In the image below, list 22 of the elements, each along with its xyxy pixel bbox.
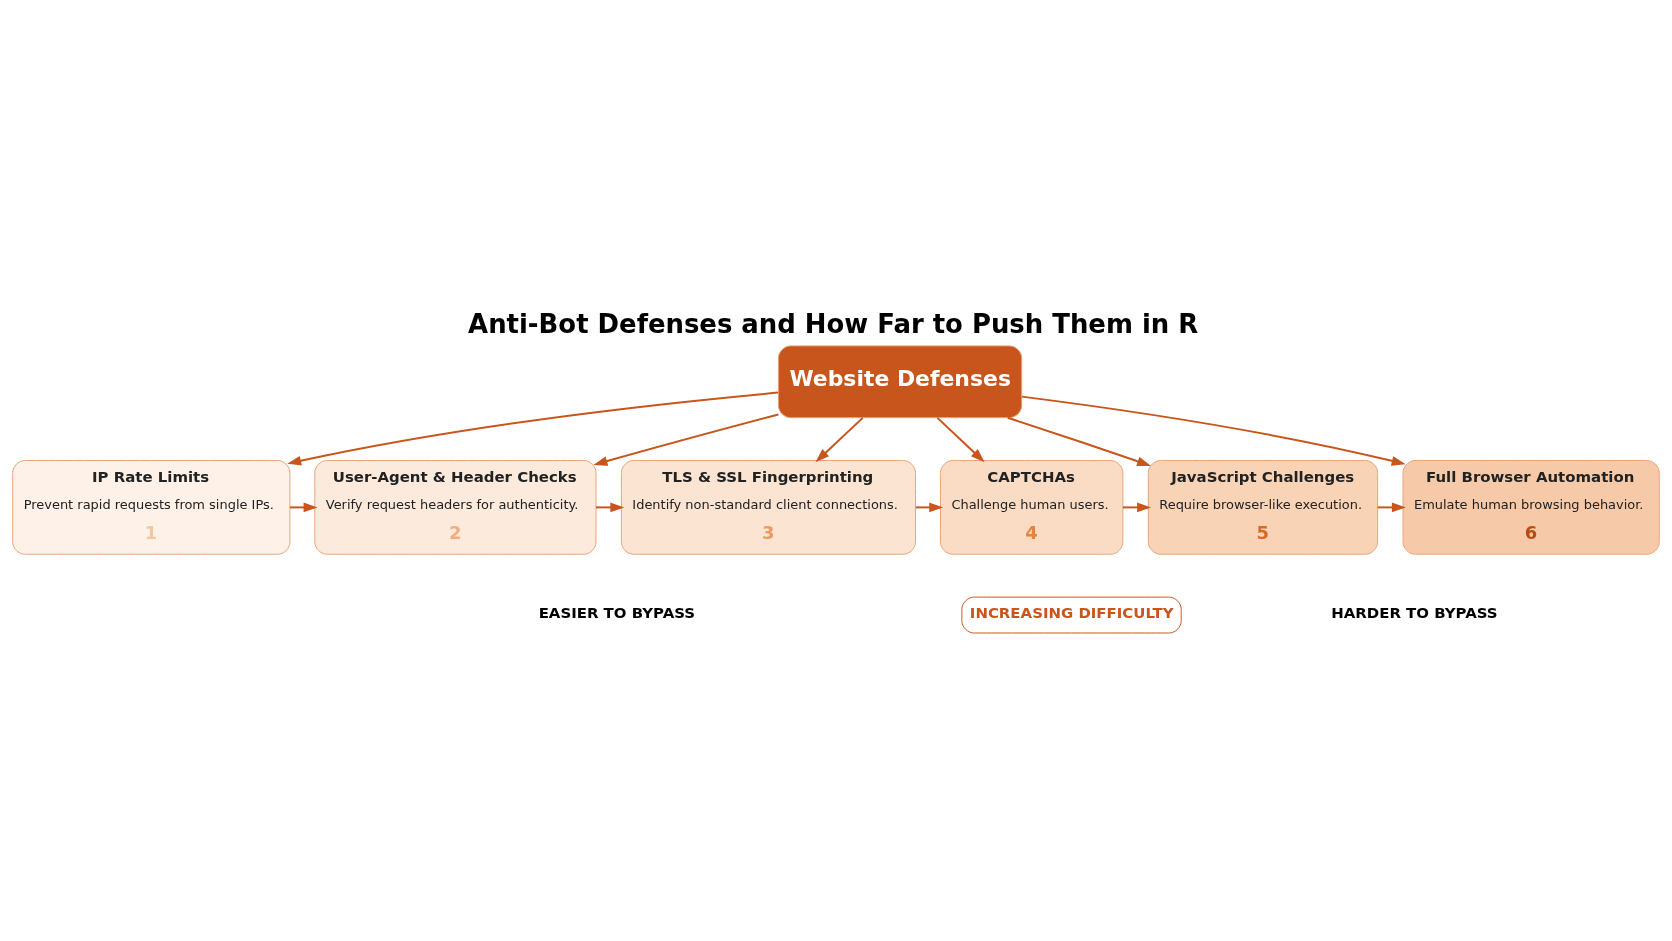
node-box: JavaScript Challenges Require browser-like execution. 5 — [1147, 459, 1379, 555]
arrow — [914, 502, 944, 512]
node-box: Full Browser Automation Emulate human browsing behavior. 6 — [1402, 459, 1660, 555]
arrow — [815, 416, 864, 462]
arrow — [1006, 416, 1152, 466]
label: EASIER TO BYPASS — [538, 603, 696, 622]
arrow — [593, 412, 780, 466]
arrow — [1121, 502, 1152, 512]
node-box: CAPTCHAs Challenge human users. 4 — [939, 459, 1124, 555]
node-box: User-Agent & Header Checks Verify request headers for authenticity. 2 — [314, 459, 597, 555]
arrow — [289, 502, 318, 512]
node-box: IP Rate Limits Prevent rapid requests from single IPs. 1 — [12, 459, 291, 555]
arrow — [1020, 395, 1406, 466]
label: INCREASING DIFFICULTY — [969, 603, 1174, 622]
arrow — [595, 502, 625, 512]
arrow — [1376, 502, 1406, 512]
node-box: Website Defenses — [777, 344, 1023, 418]
arrow — [936, 416, 985, 462]
label: HARDER TO BYPASS — [1331, 603, 1498, 622]
arrow — [287, 391, 780, 465]
diagram-title: Anti-Bot Defenses and How Far to Push Them in R — [468, 308, 1199, 339]
node-box: TLS & SSL Fingerprinting Identify non-standard client connections. 3 — [620, 459, 916, 555]
